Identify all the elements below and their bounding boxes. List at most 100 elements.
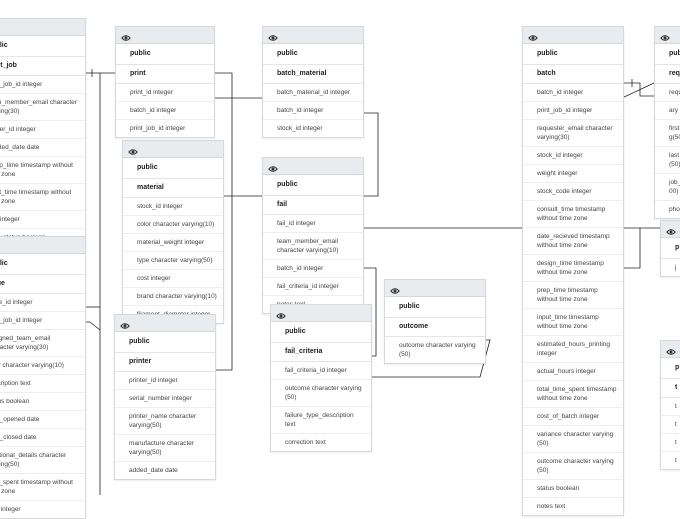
column-row[interactable]: team_member_email character varying(30) — [0, 94, 85, 121]
column-row[interactable]: manufacture character varying(50) — [115, 435, 215, 462]
column-row[interactable]: rate integer — [0, 211, 85, 229]
column-row[interactable]: date_opened date — [0, 411, 85, 429]
column-row[interactable]: t — [661, 398, 680, 416]
column-row[interactable]: pho — [669, 206, 680, 213]
table-name: print_job — [0, 57, 85, 76]
column-row[interactable]: t — [661, 434, 680, 452]
column-row[interactable]: variance character varying (50) — [523, 426, 623, 453]
column-row[interactable]: stock_id integer — [523, 147, 623, 165]
column-row[interactable]: estimated_hours_printing integer — [523, 336, 623, 363]
column-row[interactable]: fail_criteria_id integer — [271, 362, 371, 380]
column-row[interactable]: printer_id integer — [0, 121, 85, 139]
column-row[interactable]: t — [675, 457, 677, 464]
eye-icon[interactable] — [120, 318, 130, 329]
table-issue-left[interactable]: publicissueissue_id integerprint_job_id … — [0, 236, 86, 519]
column-row[interactable]: outcome character varying (50) — [271, 380, 371, 407]
column-row[interactable]: weight integer — [523, 165, 623, 183]
eye-icon[interactable] — [268, 30, 278, 41]
column-row[interactable]: created_date date — [0, 139, 85, 157]
column-row[interactable]: printer_name character varying(50) — [115, 408, 215, 435]
column-row[interactable]: j — [675, 264, 677, 271]
column-row[interactable]: status boolean — [523, 480, 623, 498]
eye-icon[interactable] — [121, 30, 131, 41]
column-row[interactable]: last (50) — [655, 147, 680, 174]
column-row[interactable]: outcome character varying (50) — [399, 342, 476, 358]
column-row[interactable]: time_spent timestamp without time zone — [0, 474, 85, 501]
eye-icon[interactable] — [660, 30, 670, 41]
column-row[interactable]: batch_id integer — [116, 102, 214, 120]
column-row[interactable]: date_recieved timestamp without time zon… — [523, 228, 623, 255]
column-row[interactable]: date_closed date — [0, 429, 85, 447]
column-row[interactable]: ary — [655, 102, 680, 120]
column-row[interactable]: description text — [0, 375, 85, 393]
column-row[interactable]: brand character varying(10) — [123, 288, 223, 306]
column-row[interactable]: batch_id integer — [263, 102, 363, 120]
column-row[interactable]: type character varying(50) — [123, 252, 223, 270]
column-row[interactable]: t — [661, 416, 680, 434]
table-requester-right[interactable]: publicreqrequaryfirst g(50last (50)job_ … — [654, 26, 680, 219]
column-row[interactable]: issue_id integer — [0, 294, 85, 312]
column-row[interactable]: serial_number integer — [115, 390, 215, 408]
column-row[interactable]: color character varying(10) — [123, 216, 223, 234]
eye-icon[interactable] — [666, 344, 676, 355]
table-header — [123, 141, 223, 158]
column-row[interactable]: prep_time timestamp without time zone — [523, 282, 623, 309]
schema-label: p — [661, 358, 680, 379]
column-row[interactable]: input_time timestamp without time zone — [0, 184, 85, 211]
column-row[interactable]: assigned_team_email character varying(30… — [0, 330, 85, 357]
column-row[interactable]: print_job_id integer — [0, 76, 85, 94]
column-row[interactable]: team_member_email character varying(10) — [263, 233, 363, 260]
column-row[interactable]: actual_hours integer — [523, 363, 623, 381]
column-row[interactable]: fail_criteria_id integer — [263, 278, 363, 296]
eye-icon[interactable] — [528, 30, 538, 41]
column-row[interactable]: stock_id integer — [123, 198, 223, 216]
column-row[interactable]: design_time timestamp without time zone — [523, 255, 623, 282]
column-row[interactable]: batch_id integer — [523, 84, 623, 102]
eye-icon[interactable] — [390, 283, 400, 294]
eye-icon[interactable] — [268, 161, 278, 172]
column-row[interactable]: total_time_spent timestamp without time … — [523, 381, 623, 408]
column-row[interactable]: print_job_id integer — [523, 102, 623, 120]
column-row[interactable]: requ — [655, 84, 680, 102]
column-row[interactable]: material_weight integer — [123, 234, 223, 252]
column-row[interactable]: print_id integer — [116, 84, 214, 102]
column-row[interactable]: stock_id integer — [277, 125, 323, 132]
column-row[interactable]: batch_id integer — [263, 260, 363, 278]
eye-icon[interactable] — [276, 308, 286, 319]
column-row[interactable]: error character varying(10) — [0, 357, 85, 375]
column-row[interactable]: cost_of_batch integer — [523, 408, 623, 426]
column-row[interactable]: fail_id integer — [263, 215, 363, 233]
column-row[interactable]: consult_time timestamp without time zone — [523, 201, 623, 228]
column-row[interactable]: added_date date — [129, 467, 178, 474]
column-row[interactable]: stock_code integer — [523, 183, 623, 201]
column-row[interactable]: printer_id integer — [115, 372, 215, 390]
eye-icon[interactable] — [128, 144, 138, 155]
column-row[interactable]: additional_details character varying(50) — [0, 447, 85, 474]
column-row[interactable]: status boolean — [0, 393, 85, 411]
column-row[interactable]: print_job_id integer — [130, 125, 186, 132]
column-row[interactable]: first g(50 — [655, 120, 680, 147]
column-row[interactable]: input_time timestamp without time zone — [523, 309, 623, 336]
column-row[interactable]: print_job_id integer — [0, 312, 85, 330]
column-row[interactable]: cost integer — [123, 270, 223, 288]
column-row[interactable]: requester_email character varying(30) — [523, 120, 623, 147]
column-row[interactable]: job_ 00) — [655, 174, 680, 201]
column-row[interactable]: batch_material_id integer — [263, 84, 363, 102]
column-row[interactable]: outcome character varying (50) — [523, 453, 623, 480]
column-row[interactable]: correction text — [285, 439, 326, 446]
column-row[interactable]: setup_time timestamp without time zone — [0, 157, 85, 184]
eye-icon[interactable] — [666, 224, 676, 235]
column-row[interactable]: failure_type_description text — [271, 407, 371, 434]
column-row[interactable]: notes text — [537, 503, 566, 510]
